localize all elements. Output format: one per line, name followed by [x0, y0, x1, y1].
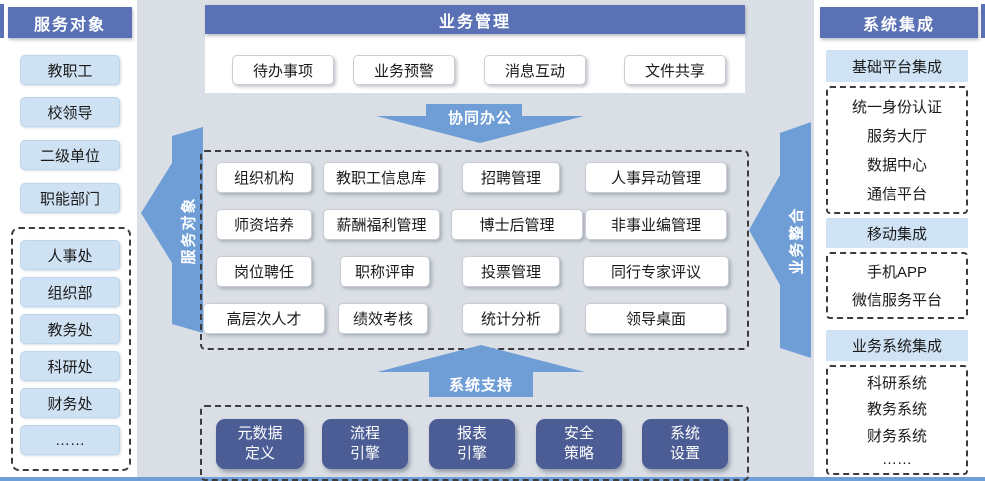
business-integration-right-arrow: 业务整合	[749, 122, 811, 358]
left-sidebar-title: 服务对象	[8, 7, 132, 38]
integration-section-box: 科研系统 教务系统 财务系统 ……	[826, 365, 968, 475]
service-object-item: 二级单位	[20, 140, 120, 170]
integration-section-box: 统一身份认证 服务大厅 数据中心 通信平台	[826, 86, 968, 214]
support-item: 报表 引擎	[429, 419, 515, 469]
integration-section-header: 移动集成	[826, 218, 968, 248]
support-item: 元数据 定义	[216, 419, 304, 469]
module-item: 高层次人才	[203, 303, 325, 334]
integration-section-header: 基础平台集成	[826, 50, 968, 82]
down-arrow-shape	[376, 104, 584, 143]
department-item: 财务处	[20, 388, 120, 418]
support-item-line1: 系统	[669, 425, 700, 442]
module-item: 岗位聘任	[216, 256, 312, 287]
module-item: 组织机构	[216, 162, 312, 193]
department-item: 组织部	[20, 277, 120, 307]
top-panel-item: 文件共享	[624, 55, 726, 85]
service-object-item: 职能部门	[20, 183, 120, 213]
integration-section-header: 业务系统集成	[826, 330, 968, 361]
department-item: 教务处	[20, 314, 120, 344]
module-item: 人事异动管理	[585, 162, 727, 193]
module-item: 职称评审	[340, 256, 430, 287]
service-objects-left-arrow: 服务对象	[141, 127, 203, 333]
system-support-dashed-box	[200, 405, 749, 481]
module-item: 投票管理	[462, 256, 560, 287]
right-arrow-label: 业务整合	[788, 205, 806, 275]
integration-item: 通信平台	[866, 186, 927, 203]
top-panel-item: 待办事项	[232, 55, 334, 85]
support-item-line1: 报表	[456, 425, 487, 442]
module-item: 绩效考核	[338, 303, 428, 334]
integration-item: 手机APP	[866, 264, 927, 281]
service-object-item: 教职工	[20, 55, 120, 85]
support-item: 安全 策略	[536, 419, 622, 469]
support-item-line1: 安全	[563, 425, 594, 442]
integration-item: 统一身份认证	[851, 99, 942, 116]
integration-item: 财务系统	[866, 427, 927, 445]
support-item-line2: 设置	[669, 445, 700, 462]
integration-item-ellipsis: ……	[882, 450, 912, 468]
left-edge-accent	[0, 4, 4, 38]
support-item: 系统 设置	[642, 419, 728, 469]
right-sidebar-title: 系统集成	[820, 7, 978, 38]
support-item-line2: 引擎	[349, 445, 380, 462]
integration-item: 微信服务平台	[851, 292, 942, 309]
system-support-up-arrow: 系统支持	[377, 345, 585, 397]
integration-item: 服务大厅	[866, 128, 927, 145]
right-arrow-shape	[749, 122, 811, 358]
module-item: 师资培养	[216, 209, 312, 240]
departments-dashed-box	[11, 227, 131, 471]
department-item: 人事处	[20, 240, 120, 270]
up-arrow-shape	[377, 345, 585, 397]
support-item-line2: 引擎	[456, 445, 487, 462]
right-edge-accent	[981, 4, 985, 38]
right-arrow-label-wrap: 业务整合	[780, 122, 811, 358]
integration-item: 数据中心	[866, 157, 927, 174]
integration-item: 教务系统	[866, 401, 927, 419]
up-arrow-label: 系统支持	[448, 377, 513, 394]
module-item: 博士后管理	[451, 209, 583, 240]
top-panel-item: 业务预警	[353, 55, 455, 85]
module-item: 统计分析	[462, 303, 560, 334]
module-item: 同行专家评议	[583, 256, 729, 287]
left-arrow-label-wrap: 服务对象	[172, 127, 203, 333]
module-item: 非事业编管理	[585, 209, 727, 240]
support-item-line2: 策略	[563, 445, 594, 462]
module-item: 领导桌面	[585, 303, 727, 334]
module-item: 教职工信息库	[323, 162, 439, 193]
support-item: 流程 引擎	[322, 419, 408, 469]
integration-item: 科研系统	[866, 375, 927, 393]
support-item-line1: 流程	[349, 425, 380, 442]
integration-section-box: 手机APP 微信服务平台	[826, 252, 968, 319]
top-panel-item: 消息互动	[484, 55, 586, 85]
service-object-item: 校领导	[20, 97, 120, 127]
support-item-line2: 定义	[244, 445, 275, 462]
left-arrow-shape	[141, 127, 203, 333]
collaboration-down-arrow: 协同办公	[376, 104, 584, 143]
module-item: 招聘管理	[462, 162, 560, 193]
down-arrow-label: 协同办公	[447, 110, 512, 127]
business-management-title: 业务管理	[205, 5, 745, 34]
department-item-ellipsis: ……	[20, 425, 120, 455]
support-item-line1: 元数据	[237, 425, 283, 442]
department-item: 科研处	[20, 351, 120, 381]
module-item: 薪酬福利管理	[323, 209, 440, 240]
left-arrow-label: 服务对象	[180, 195, 198, 265]
